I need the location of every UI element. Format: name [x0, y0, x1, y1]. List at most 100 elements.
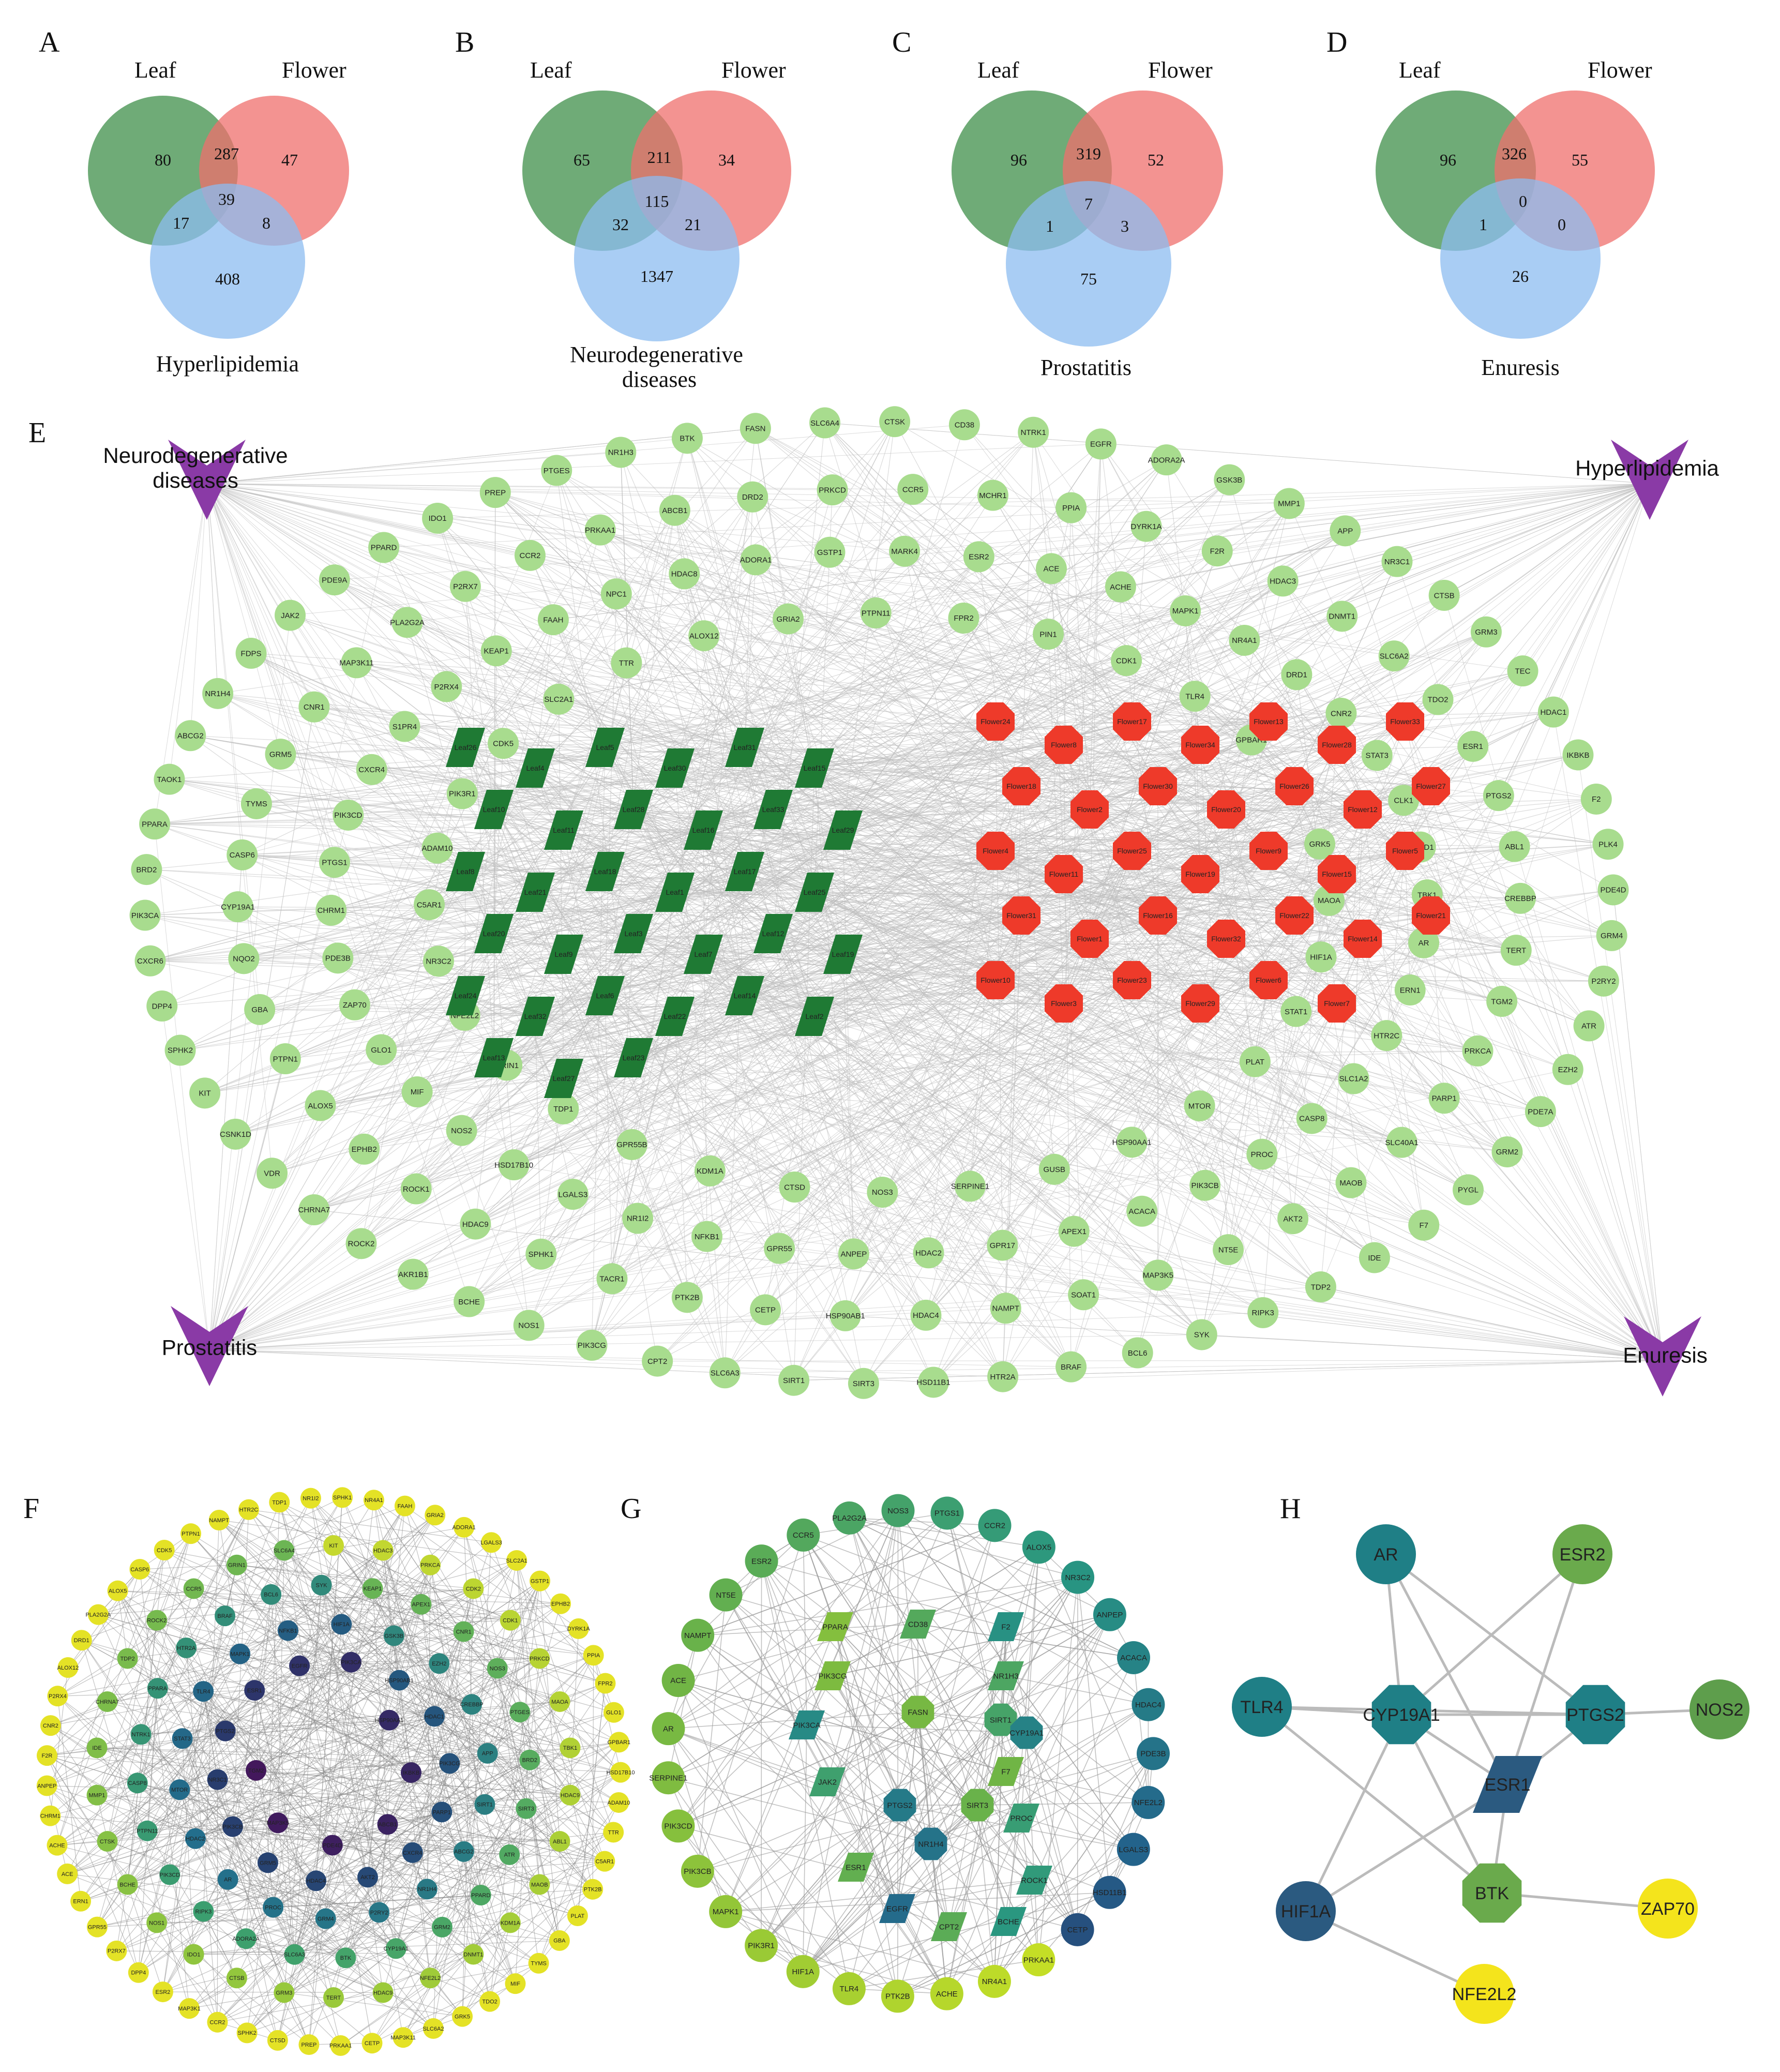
- network-e-edge: [251, 653, 745, 748]
- network-f-node-label-slc6a3: SLC6A3: [284, 1952, 305, 1958]
- network-f-edge: [164, 1550, 295, 1955]
- network-e-edge: [964, 424, 1295, 787]
- network-e-edge: [407, 622, 1158, 916]
- network-f-node-label-casp6: CASP6: [130, 1567, 149, 1573]
- network-f-node-label-ikbkb: IKBKB: [403, 1770, 419, 1776]
- network-e-edge: [244, 786, 1022, 959]
- network-e-node-label-nr1h4: NR1H4: [205, 689, 231, 698]
- network-e-node-plat: [1239, 1046, 1271, 1077]
- network-f-node-esr1: [244, 1680, 265, 1701]
- network-e-disease-edge: [209, 587, 1121, 1350]
- network-e-node-leaf7: [684, 935, 723, 974]
- network-e-edge: [404, 726, 745, 996]
- network-f-node-tlr4: [193, 1681, 214, 1702]
- network-g-node-label-cd38: CD38: [908, 1620, 928, 1629]
- network-e-disease-edge: [209, 707, 314, 1350]
- network-e-edge: [259, 747, 606, 1010]
- network-e-node-ptpn1: [269, 1043, 301, 1075]
- network-f-node-anpep: [36, 1775, 57, 1796]
- network-g-node-serpine1: [652, 1761, 685, 1795]
- network-e-node-flower17: [1113, 702, 1151, 741]
- network-g-edge: [677, 1510, 899, 1826]
- network-f-edge: [190, 1533, 619, 1803]
- network-e-edge: [535, 1016, 1132, 1143]
- network-f-node-ephb2: [550, 1593, 571, 1614]
- network-f-edge: [519, 1712, 561, 1842]
- network-f-edge: [193, 1588, 488, 1754]
- network-e-node-label-alox5: ALOX5: [308, 1102, 333, 1110]
- network-e-disease-edge: [154, 824, 210, 1350]
- network-f-node-cdk1: [500, 1610, 521, 1631]
- network-e-node-pla2g2a: [391, 607, 423, 638]
- network-e-disease-edge: [209, 1144, 632, 1350]
- network-e-node-p2rx7: [449, 570, 481, 602]
- network-f-edge: [117, 1590, 257, 1771]
- network-e-disease-edge: [209, 1334, 1202, 1350]
- network-e-edge: [633, 1057, 1507, 1152]
- network-e-edge: [633, 1057, 1293, 1219]
- network-e-node-ppia: [1055, 492, 1087, 523]
- network-e-node-clk1: [1388, 785, 1420, 816]
- network-g-edge: [803, 1704, 1149, 1972]
- network-e-node-leaf23: [614, 1038, 653, 1077]
- network-g-edge: [678, 1680, 978, 1806]
- network-f-node-label-ttr: TTR: [608, 1829, 619, 1836]
- network-e-node-flower13: [1249, 702, 1288, 741]
- network-g-node-mapk1: [709, 1895, 743, 1928]
- network-f-edge: [389, 1720, 488, 1754]
- venn-b-set1: Leaf: [530, 57, 572, 83]
- network-e-node-crebbp: [1504, 882, 1536, 914]
- network-e-node-label-leaf11: Leaf11: [553, 826, 575, 834]
- network-g-node-label-cyp19a1: CYP19A1: [1009, 1729, 1044, 1737]
- network-f-node-hdac2: [185, 1828, 206, 1849]
- network-f-node-label-slc6a4: SLC6A4: [274, 1548, 295, 1554]
- network-e-node-label-casp6: CASP6: [230, 851, 255, 860]
- network-g-edge: [832, 1675, 900, 1806]
- network-e-edge: [535, 1016, 541, 1254]
- network-e-disease-edge: [1071, 483, 1650, 508]
- network-f-node-label-pik3cb: PIK3CB: [222, 1824, 243, 1830]
- network-e-node-map3k11: [341, 647, 372, 679]
- network-g-node-f7: [988, 1757, 1024, 1786]
- network-e-node-label-keap1: KEAP1: [484, 647, 508, 656]
- network-e-node-grm5: [265, 739, 296, 770]
- network-g-edge: [948, 1614, 1110, 1927]
- network-e-disease-edge: [206, 483, 1612, 936]
- network-e-node-f2r: [1201, 535, 1233, 567]
- network-f-edge: [294, 1585, 322, 1955]
- network-f-node-maoa: [549, 1691, 570, 1712]
- network-g-node-cyp19a1: [1010, 1716, 1043, 1749]
- network-f-node-label-ctsd: CTSD: [270, 2038, 285, 2044]
- network-e-node-flower3: [1045, 984, 1083, 1023]
- network-g-edge: [697, 1535, 804, 1872]
- network-f-node-hdac3: [372, 1540, 394, 1561]
- network-f-edge: [97, 1734, 142, 1796]
- network-e-edge: [364, 995, 466, 1150]
- network-f-node-label-map3k1: MAP3K1: [178, 2006, 200, 2012]
- network-f-edge: [117, 1590, 510, 1621]
- network-f-edge: [387, 1760, 530, 1825]
- network-f-edge: [232, 1826, 540, 1885]
- network-e-disease-edge: [209, 889, 1613, 1350]
- network-f-node-abcg2: [453, 1841, 474, 1862]
- network-f-edge: [471, 1655, 594, 1705]
- network-e-edge: [744, 871, 1520, 899]
- network-g-edge: [668, 1777, 726, 1912]
- network-e-edge: [1021, 712, 1553, 787]
- network-e-node-label-ezh2: EZH2: [1558, 1065, 1578, 1074]
- network-f-node-label-chrm1: CHRM1: [40, 1813, 61, 1819]
- network-e-node-nr4a1: [1229, 624, 1260, 656]
- network-f-node-htr2c: [238, 1499, 259, 1520]
- network-g-edge: [725, 1626, 1006, 1912]
- network-e-edge: [1345, 531, 1406, 722]
- network-g-edge: [855, 1753, 1154, 1868]
- network-e-edge: [465, 497, 753, 872]
- network-f-node-gria2: [425, 1505, 446, 1526]
- network-e-node-label-pde7a: PDE7A: [1528, 1107, 1553, 1116]
- network-e-edge: [600, 530, 1269, 722]
- network-f-edge: [321, 1499, 374, 1586]
- network-e-edge: [814, 1016, 1263, 1313]
- network-e-edge: [514, 915, 1022, 1165]
- network-e-node-label-leaf31: Leaf31: [734, 743, 756, 752]
- network-g-edge: [849, 1926, 949, 1989]
